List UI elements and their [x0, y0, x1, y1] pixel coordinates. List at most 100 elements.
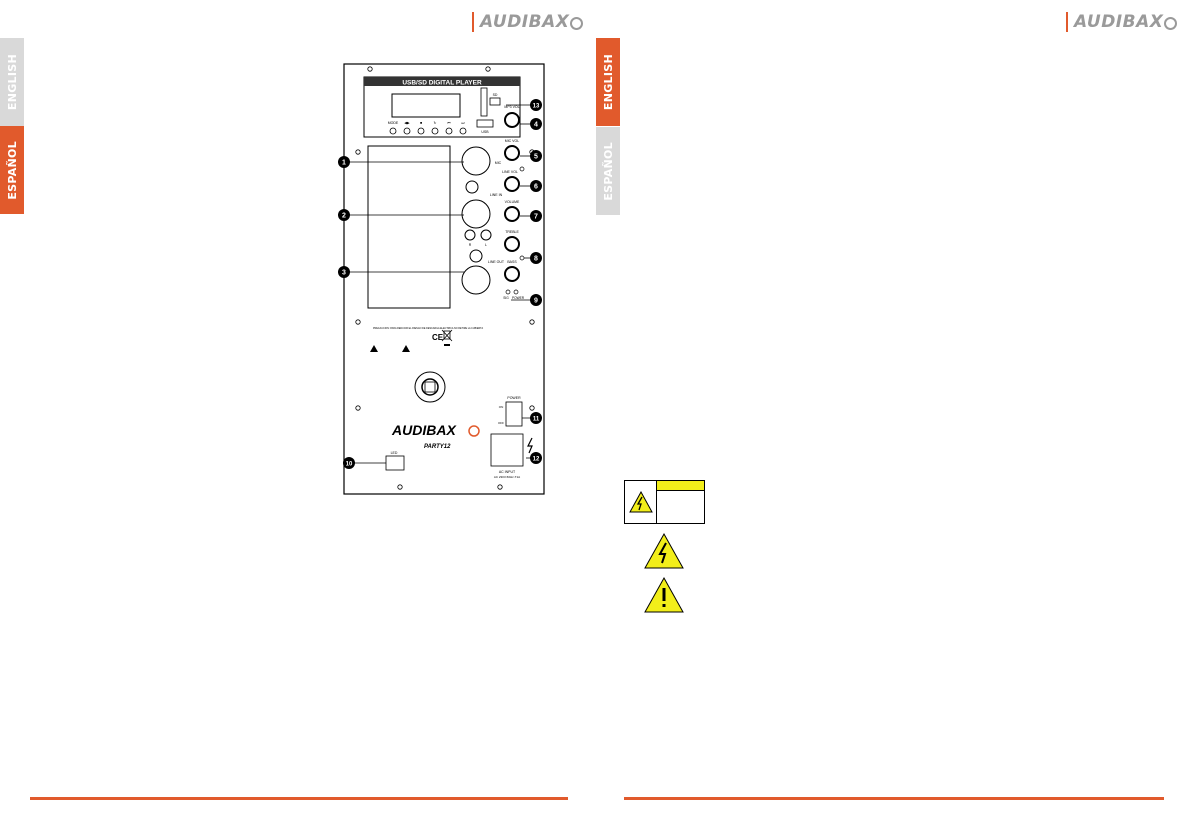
- mp3-vol-label: MP3 VOL: [504, 105, 519, 109]
- callout-13-number: 13: [533, 104, 540, 110]
- panel-warning-triangle-2: [402, 345, 410, 352]
- tab-english-right[interactable]: ENGLISH: [596, 38, 620, 126]
- treble-label: TREBLE: [505, 230, 519, 234]
- led-switch[interactable]: [385, 455, 405, 471]
- player-header-bar: [364, 77, 520, 86]
- tab-espanol-right[interactable]: ESPAÑOL: [596, 127, 620, 215]
- bass-knob[interactable]: [504, 266, 520, 282]
- rca-jack-l[interactable]: [480, 229, 492, 241]
- weee-bar: [444, 344, 450, 346]
- callout-9: [530, 294, 542, 306]
- ce-mark: CE: [432, 333, 444, 342]
- tab-espanol[interactable]: ESPAÑOL: [0, 126, 24, 214]
- callout-3: [338, 266, 350, 278]
- callout-lines: [347, 104, 532, 464]
- tab-espanol-label: ESPAÑOL: [5, 140, 19, 200]
- stop-button[interactable]: [417, 127, 425, 135]
- btn-label-playpause: ◀▶: [404, 121, 411, 125]
- power-switch-title: POWER: [507, 396, 521, 400]
- brand-name: AUDIBAX: [1074, 12, 1164, 32]
- warning-table-icon-cell: [625, 481, 657, 523]
- callout-6: [530, 180, 542, 192]
- btn-label-mode: MODE: [388, 121, 399, 125]
- callout-5: [530, 150, 542, 162]
- rca-jack-r[interactable]: [464, 229, 476, 241]
- usb-port[interactable]: [476, 119, 494, 128]
- panel-warning-triangle-1: [370, 345, 378, 352]
- warning-table-header: [657, 481, 704, 491]
- quarter-inch-jack[interactable]: [465, 180, 479, 194]
- line-volume-knob[interactable]: [504, 176, 520, 192]
- btn-label-stop: ■: [420, 121, 422, 125]
- sd-indicator: [489, 97, 501, 106]
- mic-label: MIC: [495, 161, 502, 165]
- previous-button[interactable]: [445, 127, 453, 135]
- player-buttons: MODE ◀▶ ■ ↻ ⏮ ⏭: [388, 121, 467, 135]
- line-out-jack[interactable]: [461, 265, 491, 295]
- tab-english-right-label: ENGLISH: [601, 53, 615, 111]
- bass-led: [519, 255, 525, 261]
- callout-5-number: 5: [534, 154, 538, 161]
- mic-volume-knob[interactable]: [504, 145, 520, 161]
- callout-13: [530, 99, 542, 111]
- clip-led: [519, 166, 525, 172]
- power-led-label: POWER: [512, 296, 525, 300]
- mic-input-jack[interactable]: [461, 146, 491, 176]
- led-box-label: LED: [391, 451, 398, 455]
- callout-2: [338, 209, 350, 221]
- callout-11: [530, 412, 542, 424]
- line-input-jack[interactable]: [461, 199, 491, 229]
- mp3-volume-knob[interactable]: [504, 112, 520, 128]
- line-out-small-jack[interactable]: [469, 249, 483, 263]
- brand-name: AUDIBAX: [480, 12, 570, 32]
- callout-3-number: 3: [342, 270, 346, 277]
- power-led: [513, 289, 519, 295]
- callout-1: [338, 156, 350, 168]
- rear-panel-diagram: USB/SD DIGITAL PLAYER SD USB MODE ◀▶ ■ ↻…: [336, 60, 548, 498]
- rca-l-label: L: [485, 243, 487, 247]
- callout-badges: 1 2 3 4 5 6 7 8 9 10 11: [338, 99, 542, 469]
- master-volume-knob[interactable]: [504, 206, 520, 222]
- ac-input-rating: AC 230V-50Hz-T1A: [494, 475, 520, 479]
- caution-warning-icon: [643, 576, 685, 614]
- sig-label: SIG: [503, 296, 509, 300]
- btn-label-next: ⏭: [461, 121, 465, 125]
- knobs: MP3 VOL MIC VOL LINE VOL VOLUME TREBLE B…: [502, 105, 525, 300]
- treble-knob[interactable]: [504, 236, 520, 252]
- tab-english-label: ENGLISH: [5, 53, 19, 111]
- callout-9-number: 9: [534, 298, 538, 305]
- panel-logo-ring-icon: [468, 425, 480, 437]
- rca-r-label: R: [469, 243, 472, 247]
- ac-input-socket[interactable]: [490, 433, 524, 467]
- left-page: AUDIBAX ENGLISH ESPAÑOL USB/SD DIGITAL P…: [0, 12, 584, 800]
- callout-10: [343, 457, 355, 469]
- callout-7-number: 7: [534, 214, 538, 221]
- repeat-button[interactable]: [431, 127, 439, 135]
- brand-divider: [472, 12, 474, 32]
- brand-logo-left: AUDIBAX: [472, 12, 584, 32]
- lightning-icon: [527, 437, 533, 454]
- model-name: PARTY12: [424, 444, 451, 450]
- mode-button[interactable]: [389, 127, 397, 135]
- power-on-label: ON: [499, 405, 504, 409]
- callout-8-number: 8: [534, 256, 538, 263]
- line-in-label: LINE IN: [490, 193, 503, 197]
- signal-led: [505, 289, 511, 295]
- callout-2-number: 2: [342, 213, 346, 220]
- ac-input-title: AC INPUT: [499, 470, 516, 474]
- weee-bin-icon: [441, 329, 453, 342]
- play-pause-button[interactable]: [403, 127, 411, 135]
- line-out-label: LINE OUT: [488, 260, 505, 264]
- power-switch[interactable]: [505, 401, 523, 427]
- usb-label: USB: [481, 130, 489, 134]
- callout-12-number: 12: [533, 457, 540, 463]
- pole-mount-socket: [424, 381, 436, 393]
- callout-8: [530, 252, 542, 264]
- bass-label: BASS: [507, 260, 517, 264]
- sd-slot[interactable]: [480, 87, 488, 117]
- next-button[interactable]: [459, 127, 467, 135]
- tab-english[interactable]: ENGLISH: [0, 38, 24, 126]
- footer-rule-left: [30, 797, 568, 800]
- rear-panel-svg: USB/SD DIGITAL PLAYER SD USB MODE ◀▶ ■ ↻…: [338, 63, 545, 495]
- callout-4-number: 4: [534, 122, 538, 129]
